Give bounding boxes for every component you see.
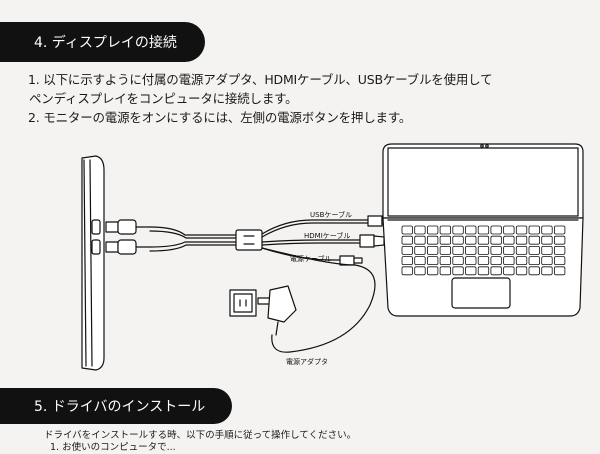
keyboard-key [465, 266, 477, 276]
keyboard-key [528, 246, 540, 255]
keyboard-key [439, 246, 452, 255]
section-4-title: 4. ディスプレイの接続 [34, 35, 177, 51]
power-adapter [257, 285, 297, 336]
keyboard-key [515, 256, 528, 265]
wall-outlet [229, 289, 257, 317]
keyboard-key [503, 266, 515, 276]
connection-instructions: 1. 以下に示すように付属の電源アダプタ、HDMIケーブル、USBケーブルを使用… [28, 70, 588, 127]
keyboard-key [401, 256, 413, 265]
keyboard-key [541, 256, 553, 265]
keyboard-key [439, 225, 452, 235]
keyboard-key [490, 235, 502, 245]
pen-display-illustration [81, 155, 105, 371]
keyboard-key [528, 266, 540, 276]
keyboard-key [554, 256, 566, 265]
keyboard-key [452, 246, 464, 255]
power-cable-plug [339, 255, 363, 266]
keyboard-key [439, 235, 452, 245]
power-adapter-label: 電源アダプタ [286, 357, 328, 366]
keyboard-key [515, 225, 528, 235]
keyboard-key [503, 256, 515, 265]
keyboard-key [401, 235, 413, 245]
keyboard-key [528, 256, 540, 265]
keyboard-key [465, 246, 477, 255]
splitter-detail [243, 235, 255, 245]
instruction-step-2: 2. モニターの電源をオンにするには、左側の電源ボタンを押します。 [28, 110, 412, 125]
connection-diagram: USBケーブル HDMIケーブル 電源ケーブル 電源アダプタ [81, 143, 584, 371]
keyboard-key [515, 246, 528, 255]
keyboard-key [414, 225, 426, 235]
instruction-step-1: 1. 以下に示すように付属の電源アダプタ、HDMIケーブル、USBケーブルを使用… [28, 72, 493, 87]
keyboard-key [477, 225, 490, 235]
keyboard-key [541, 235, 553, 245]
cable-branches [261, 219, 369, 261]
keyboard-key [554, 246, 566, 255]
keyboard-key [414, 246, 426, 255]
keyboard-key [503, 225, 515, 235]
keyboard-key [465, 225, 477, 235]
hdmi-plug [359, 234, 385, 248]
keyboard-key [477, 235, 490, 245]
keyboard-key [426, 225, 439, 235]
keyboard-key [439, 256, 452, 265]
keyboard-key [452, 225, 464, 235]
keyboard-key [426, 266, 439, 276]
keyboard-key [401, 266, 413, 276]
keyboard-key [426, 235, 439, 245]
display-connectors [105, 219, 151, 255]
power-cable [261, 247, 376, 353]
keyboard-key [401, 225, 413, 235]
keyboard-key [554, 235, 566, 245]
laptop-keyboard [401, 225, 566, 276]
keyboard-key [426, 246, 439, 255]
instruction-step-1-cont: ペンディスプレイをコンピュータに接続します。 [29, 91, 298, 106]
driver-install-step-1: 1. お使いのコンピュータで... [50, 442, 176, 453]
section-5-header: 5. ドライバのインストール [0, 388, 232, 424]
keyboard-key [465, 256, 477, 265]
keyboard-key [426, 256, 439, 265]
power-cable-label: 電源ケーブル [290, 254, 332, 263]
keyboard-key [401, 246, 413, 255]
laptop-illustration [382, 143, 584, 317]
keyboard-key [554, 225, 566, 235]
keyboard-key [490, 266, 502, 276]
usb-cable-label: USBケーブル [310, 210, 352, 219]
keyboard-key [414, 235, 426, 245]
section-5-title: 5. ドライバのインストール [34, 399, 206, 415]
cable-splitter [235, 229, 263, 251]
keyboard-key [541, 266, 553, 276]
keyboard-key [452, 235, 464, 245]
cable-bundle [149, 226, 237, 252]
section-4-header: 4. ディスプレイの接続 [0, 22, 205, 62]
keyboard-key [477, 256, 490, 265]
driver-install-intro: ドライバをインストールする時、以下の手順に従って操作してください。 [44, 430, 357, 441]
keyboard-key [528, 235, 540, 245]
keyboard-key [541, 225, 553, 235]
keyboard-key [490, 246, 502, 255]
keyboard-key [414, 256, 426, 265]
keyboard-key [452, 256, 464, 265]
keyboard-key [554, 266, 566, 276]
keyboard-key [515, 235, 528, 245]
keyboard-key [452, 266, 464, 276]
keyboard-key [439, 266, 452, 276]
keyboard-key [465, 235, 477, 245]
keyboard-key [503, 235, 515, 245]
hdmi-cable-label: HDMIケーブル [304, 231, 350, 240]
keyboard-key [414, 266, 426, 276]
keyboard-key [490, 256, 502, 265]
keyboard-key [541, 246, 553, 255]
keyboard-key [477, 246, 490, 255]
keyboard-key [528, 225, 540, 235]
keyboard-key [515, 266, 528, 276]
keyboard-key [503, 246, 515, 255]
keyboard-key [477, 266, 490, 276]
keyboard-key [490, 225, 502, 235]
laptop-trackpad [451, 277, 511, 309]
